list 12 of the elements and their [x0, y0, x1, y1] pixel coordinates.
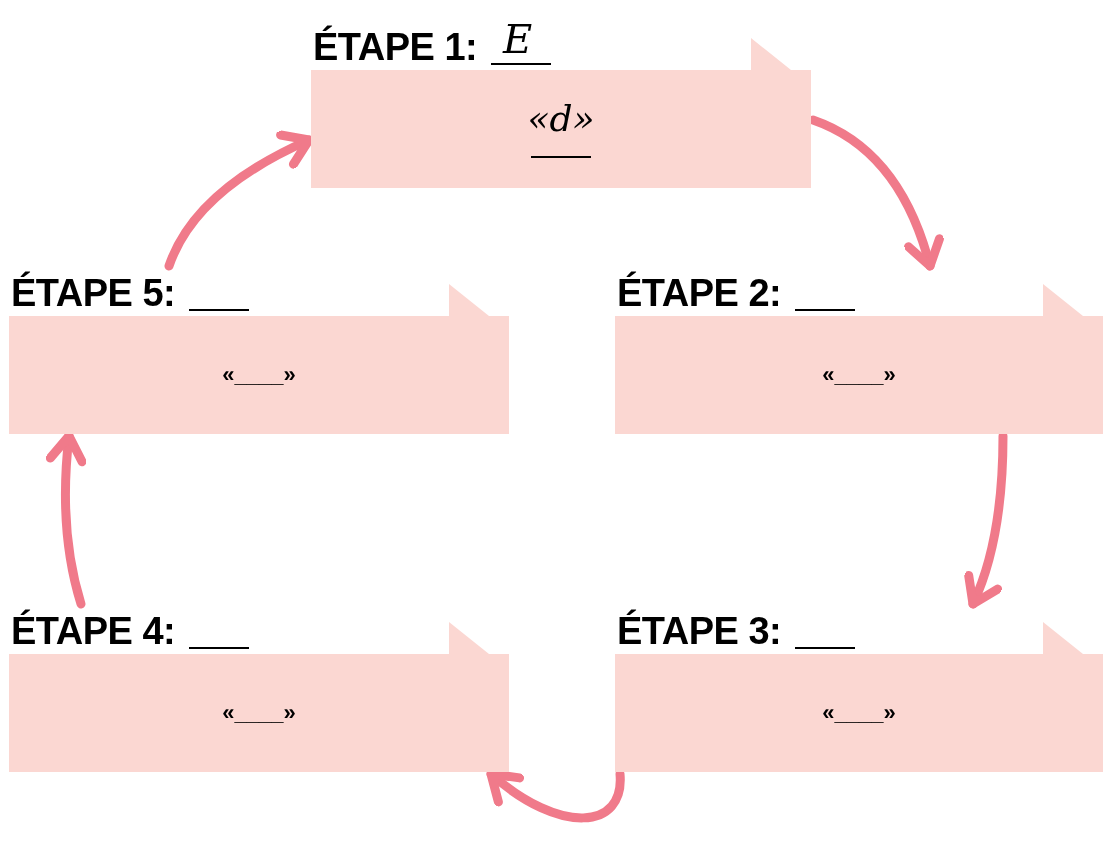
handwritten-quote: «d»: [527, 98, 595, 139]
step-heading: ÉTAPE 5:: [11, 272, 176, 315]
step-heading: ÉTAPE 1:: [313, 26, 478, 69]
step-heading: ÉTAPE 2:: [617, 272, 782, 315]
arrow: [486, 769, 625, 823]
quote-blank: «____»: [822, 362, 896, 387]
quote-blank: «____»: [822, 700, 896, 725]
handwritten-answer: E: [503, 16, 533, 62]
step-heading: ÉTAPE 3:: [617, 610, 782, 653]
quote-blank: «____»: [222, 700, 296, 725]
step-heading: ÉTAPE 4:: [11, 610, 176, 653]
quote-blank: «____»: [222, 362, 296, 387]
